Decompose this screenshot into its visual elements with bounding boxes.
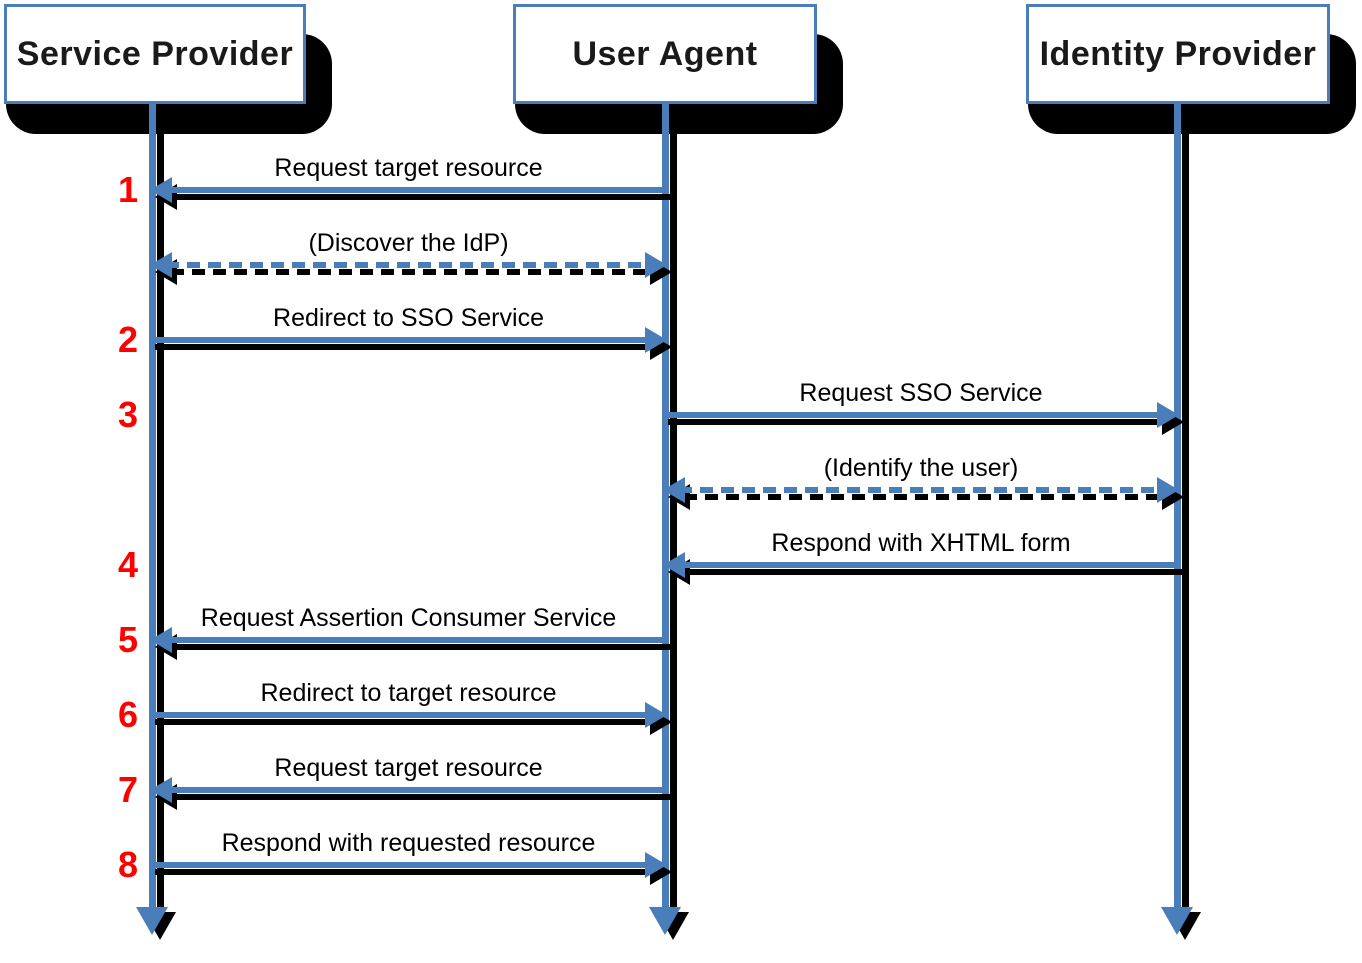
step-number: 8 bbox=[117, 844, 138, 885]
actor-label-identity-provider: Identity Provider bbox=[1039, 34, 1317, 73]
arrow-left-icon bbox=[150, 777, 172, 803]
message-arrow-5 bbox=[150, 627, 667, 653]
dashed-line bbox=[679, 487, 1163, 493]
message-label: (Identify the user) bbox=[823, 454, 1019, 482]
dashed-exchange-arrow bbox=[150, 252, 667, 278]
arrow-left-icon bbox=[663, 477, 685, 503]
arrow-down-icon bbox=[649, 907, 681, 935]
actor-box-user-agent: User Agent bbox=[513, 4, 817, 104]
solid-line bbox=[166, 787, 667, 793]
arrow-left-icon bbox=[150, 252, 172, 278]
step-number: 2 bbox=[117, 319, 138, 360]
message-label: Request target resource bbox=[274, 754, 543, 782]
arrow-down-icon bbox=[1161, 907, 1193, 935]
solid-line bbox=[663, 412, 1163, 418]
arrow-left-icon bbox=[150, 177, 172, 203]
arrow-right-icon bbox=[645, 252, 667, 278]
message-label: Redirect to target resource bbox=[260, 679, 557, 707]
message-arrow-3 bbox=[663, 402, 1179, 428]
message-arrow-2 bbox=[150, 327, 667, 353]
message-arrow-8 bbox=[150, 852, 667, 878]
step-number: 5 bbox=[117, 619, 138, 660]
step-number: 6 bbox=[117, 694, 138, 735]
message-label: Respond with XHTML form bbox=[771, 529, 1071, 557]
arrow-down-icon bbox=[136, 907, 168, 935]
message-label: Respond with requested resource bbox=[221, 829, 596, 857]
arrow-right-icon bbox=[1157, 402, 1179, 428]
step-number: 3 bbox=[117, 394, 138, 435]
message-label: Request SSO Service bbox=[799, 379, 1043, 407]
dashed-line bbox=[166, 262, 651, 268]
solid-line bbox=[166, 187, 667, 193]
step-number: 7 bbox=[117, 769, 138, 810]
message-arrow-7 bbox=[150, 777, 667, 803]
actor-box-identity-provider: Identity Provider bbox=[1026, 4, 1330, 104]
lifeline-service-provider bbox=[136, 100, 168, 935]
solid-line bbox=[166, 637, 667, 643]
message-arrow-4 bbox=[663, 552, 1179, 578]
arrow-right-icon bbox=[645, 702, 667, 728]
arrow-right-icon bbox=[645, 852, 667, 878]
step-number: 1 bbox=[117, 169, 138, 210]
lifeline-user-agent bbox=[649, 100, 681, 935]
solid-line bbox=[679, 562, 1179, 568]
actor-box-service-provider: Service Provider bbox=[4, 4, 306, 104]
lifeline-line bbox=[1173, 100, 1181, 907]
message-label: Request Assertion Consumer Service bbox=[200, 604, 617, 632]
message-arrow-6 bbox=[150, 702, 667, 728]
arrow-right-icon bbox=[645, 327, 667, 353]
lifeline-line bbox=[661, 100, 669, 907]
lifeline-line bbox=[148, 100, 156, 907]
solid-line bbox=[150, 712, 651, 718]
arrow-left-icon bbox=[150, 627, 172, 653]
message-arrow-1 bbox=[150, 177, 667, 203]
solid-line bbox=[150, 337, 651, 343]
actor-label-service-provider: Service Provider bbox=[16, 34, 294, 73]
arrow-right-icon bbox=[1157, 477, 1179, 503]
actor-label-user-agent: User Agent bbox=[572, 34, 758, 73]
message-label: Request target resource bbox=[274, 154, 543, 182]
lifeline-identity-provider bbox=[1161, 100, 1193, 935]
arrow-left-icon bbox=[663, 552, 685, 578]
step-number: 4 bbox=[117, 544, 138, 585]
dashed-exchange-arrow bbox=[663, 477, 1179, 503]
message-label: (Discover the IdP) bbox=[308, 229, 509, 257]
message-label: Redirect to SSO Service bbox=[273, 304, 544, 332]
solid-line bbox=[150, 862, 651, 868]
